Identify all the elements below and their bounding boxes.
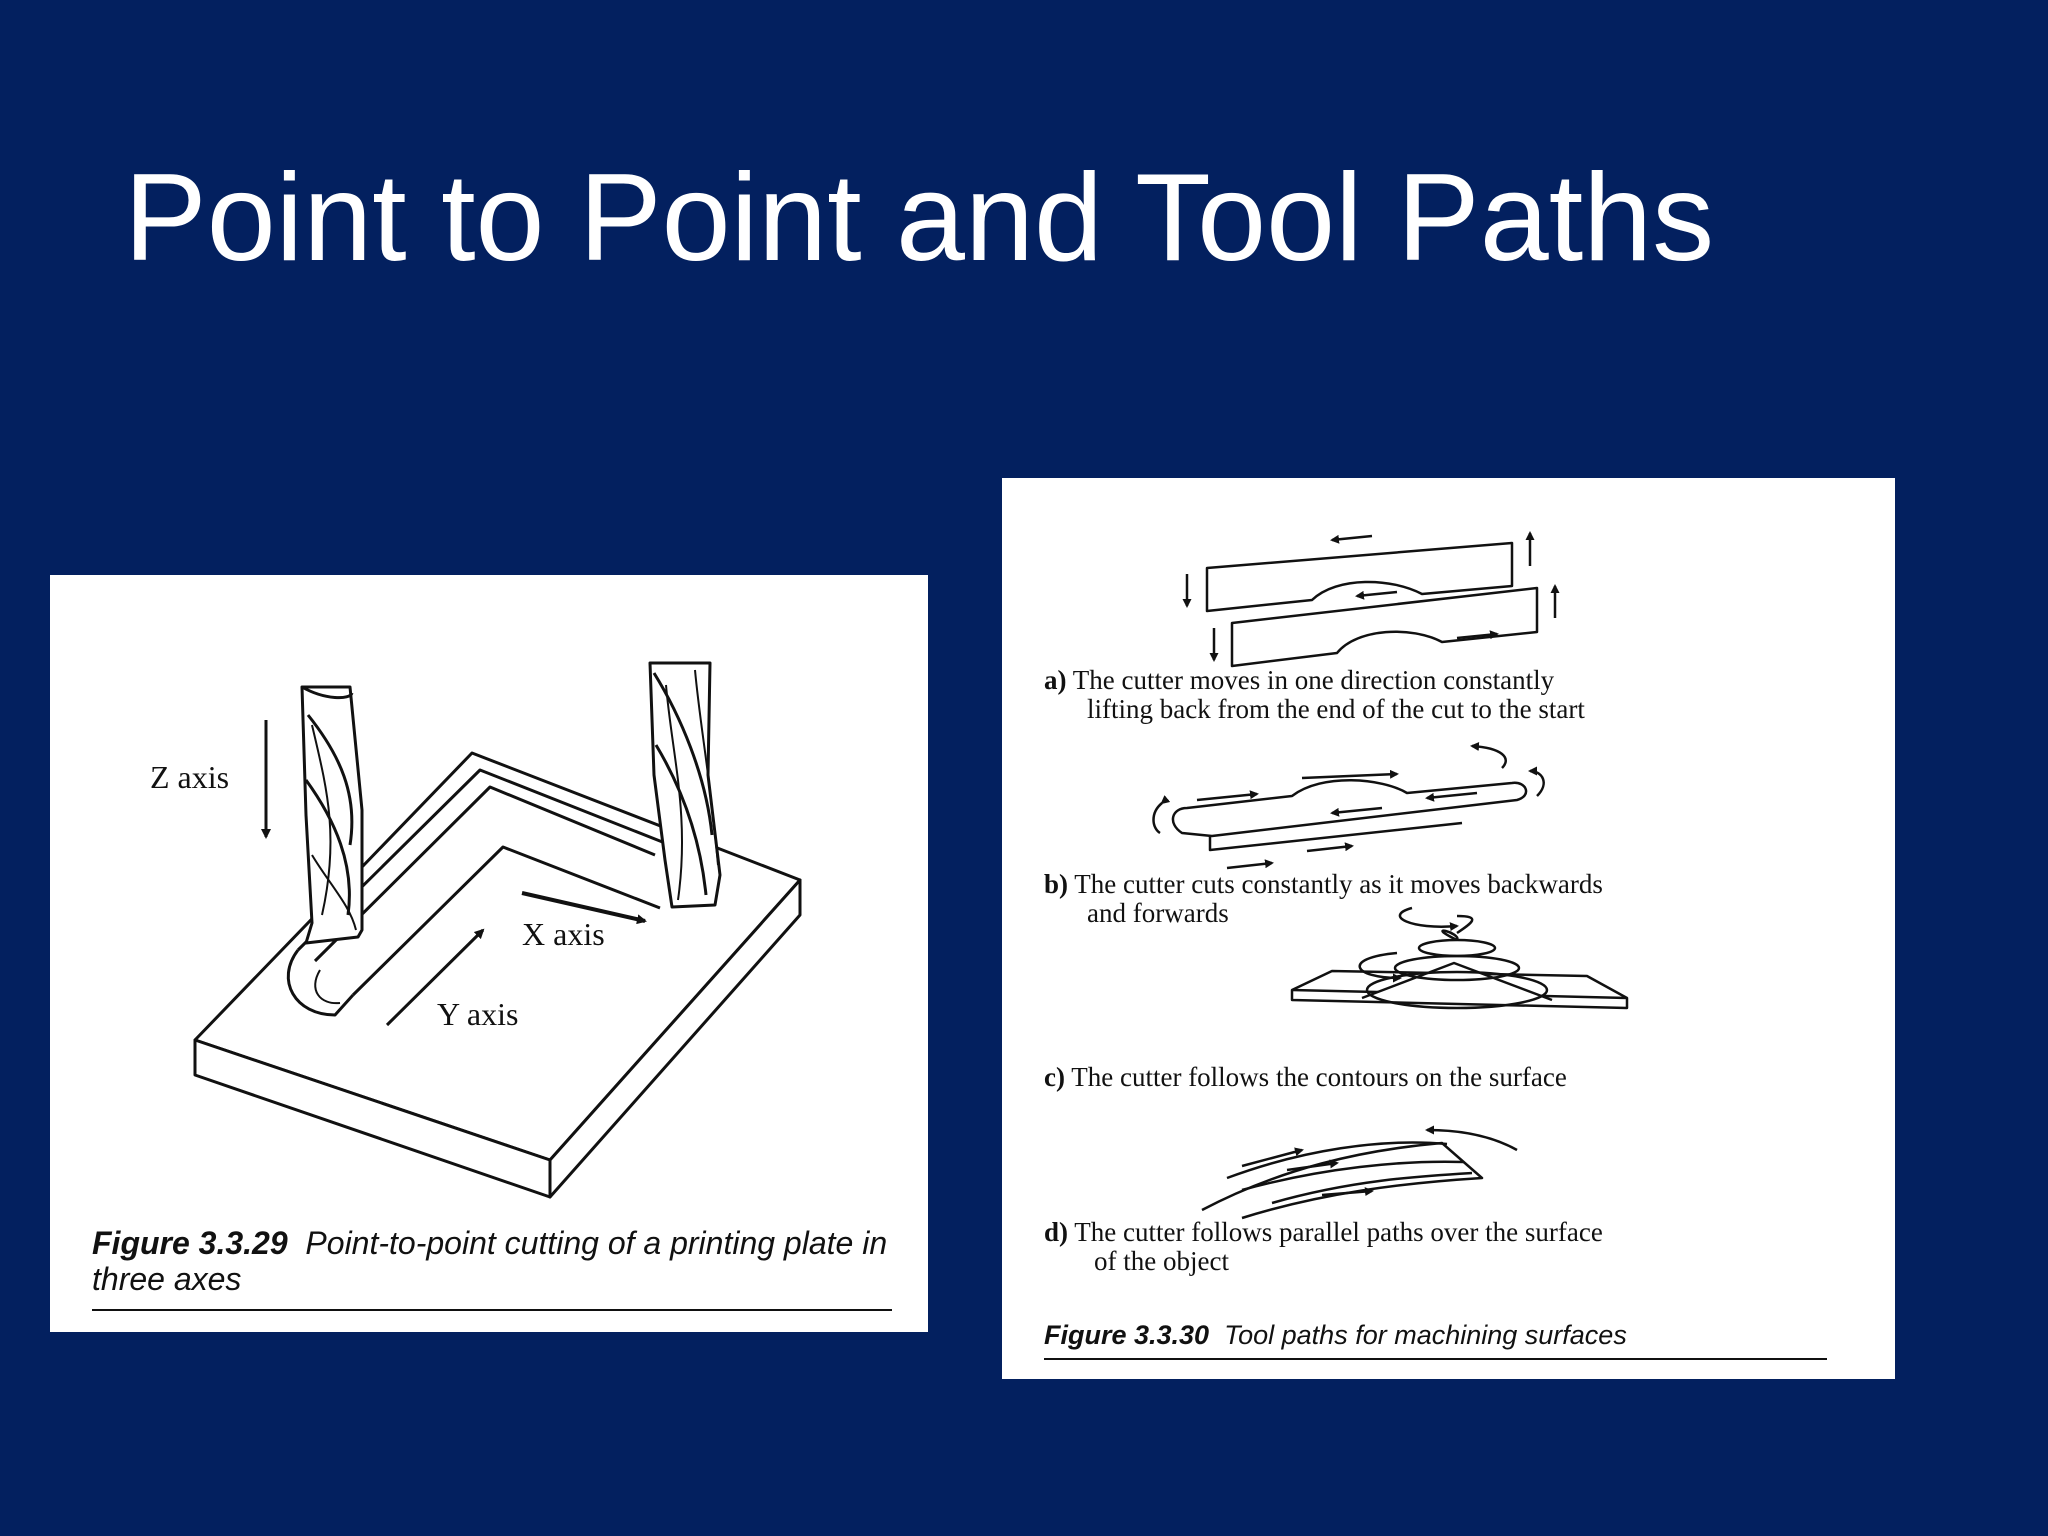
x-axis-label: X axis bbox=[522, 916, 605, 952]
figure-caption-left: Figure 3.3.29 Point-to-point cutting of … bbox=[92, 1225, 892, 1297]
tool-path-c: c) The cutter follows the contours on th… bbox=[1044, 1062, 1567, 1092]
caption-rule bbox=[92, 1309, 892, 1311]
caption-number: Figure 3.3.30 bbox=[1044, 1320, 1210, 1350]
caption-number: Figure 3.3.29 bbox=[92, 1225, 288, 1261]
figure-caption-right: Figure 3.3.30 Tool paths for machining s… bbox=[1044, 1320, 1844, 1350]
caption-rule bbox=[1044, 1358, 1827, 1360]
printing-plate-drawing: Z axis X axis Y axis bbox=[150, 661, 802, 1199]
tool-paths-drawing bbox=[1152, 531, 1629, 1220]
z-axis-label: Z axis bbox=[150, 759, 229, 795]
tool-path-d: d) The cutter follows parallel paths ove… bbox=[1044, 1217, 1603, 1276]
tool-path-a: a) The cutter moves in one direction con… bbox=[1044, 665, 1585, 724]
tool-path-b: b) The cutter cuts constantly as it move… bbox=[1044, 869, 1603, 928]
slide-title: Point to Point and Tool Paths bbox=[124, 149, 1715, 287]
figure-point-to-point: Z axis X axis Y axis Figure 3.3.29 Point… bbox=[50, 575, 928, 1332]
caption-text: Point-to-point cutting of a printing pla… bbox=[92, 1225, 888, 1297]
figure-tool-paths: a) The cutter moves in one direction con… bbox=[1002, 478, 1895, 1379]
y-axis-label: Y axis bbox=[437, 996, 518, 1032]
caption-text: Tool paths for machining surfaces bbox=[1224, 1320, 1627, 1350]
